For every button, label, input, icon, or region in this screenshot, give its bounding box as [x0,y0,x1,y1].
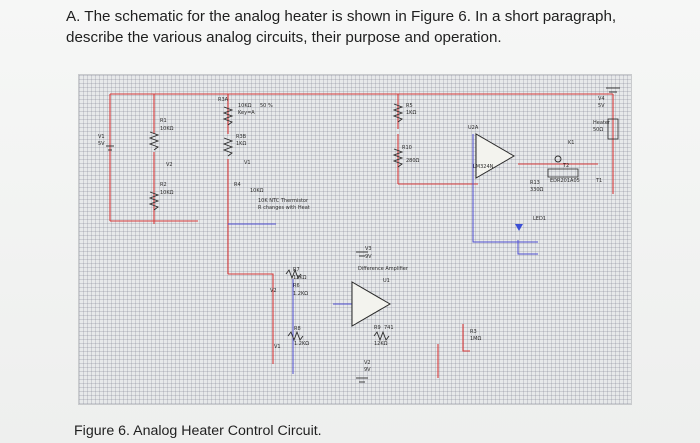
label-t2: T2 [562,163,569,169]
r8-path-wire [228,273,274,364]
label-u1: U1 [383,278,390,284]
label-r1: R1 [160,118,167,124]
label-r3a-value: 10KΩ [238,103,252,109]
label-heater-value: 50Ω [593,127,603,133]
u2a-opamp [475,133,515,179]
label-r8-value: 1.2KΩ [294,341,309,347]
led-diode [515,224,523,231]
label-v4-value: 5V [598,103,605,109]
label-r13: R13 [530,180,540,186]
label-r1-value: 10KΩ [160,126,174,132]
label-v1: V1 [98,134,105,140]
r7-resistor [285,268,302,280]
label-v2-mid: V2 [270,288,277,294]
u1-opamp [351,281,391,327]
label-r3b-value: 1KΩ [236,141,246,147]
label-v2-left: V2 [166,162,173,168]
v2-battery-bottom [356,377,368,383]
label-r6: R6 [293,283,300,289]
schematic-diagram: R3A 10KΩ 50 % Key=A R1 10KΩ V1 5V V2 R2 … [98,87,620,383]
label-r5: R5 [406,103,413,109]
led-blue-wire [517,240,538,255]
question-line-2: describe the various analog circuits, th… [66,29,502,46]
label-r6-value: 1.2KΩ [293,291,308,297]
r1-resistor [148,131,160,151]
label-k1: K1 [568,140,574,146]
label-v2-bottom: V2 [364,360,371,366]
label-r3-value: 1MΩ [470,336,481,342]
r3-wire [462,324,470,352]
label-r3a-key: Key=A [238,110,255,116]
label-t1: T1 [595,178,602,184]
r3a-resistor [222,106,234,126]
v1-battery [106,145,114,151]
label-v3-value: 9V [365,254,372,260]
label-v1-mid: V1 [244,160,251,166]
r9-resistor [373,330,390,342]
question-text: A. The schematic for the analog heater i… [66,6,676,48]
r8-resistor [287,330,304,342]
label-v4: V4 [598,96,605,102]
label-v3: V3 [365,246,372,252]
label-r10-value: 280Ω [406,158,420,164]
label-r8: R8 [294,326,301,332]
u2a-blue-wire [472,134,538,243]
label-thermistor-note: R changes with Heat [258,205,310,211]
relay-box [547,168,579,178]
label-r3b: R3B [236,134,247,140]
schematic-grid [78,74,632,405]
r10-resistor [392,148,404,168]
label-v1-value: 5V [98,141,105,147]
label-thermistor: 10K NTC Thermistor [258,198,309,204]
label-r9-value: 12KΩ [374,341,388,347]
figure-caption: Figure 6. Analog Heater Control Circuit. [74,423,322,439]
label-r7-value: 12KΩ [293,275,307,281]
relay-coil [554,155,562,163]
label-r3: R3 [470,329,477,335]
label-r4-value: 10KΩ [250,188,264,194]
label-v2-bottom-value: 9V [364,367,371,373]
label-r3a: R3A [218,97,229,103]
label-r2: R2 [160,182,167,188]
label-r5-value: 1KΩ [406,110,416,116]
label-v1-bottom: V1 [274,344,281,350]
label-lm324: LM324N [473,164,494,170]
label-r9: R9 [374,325,381,331]
v3-battery [356,251,368,257]
label-r7: R7 [293,267,300,273]
question-line-1: A. The schematic for the analog heater i… [66,8,617,25]
label-r2-value: 10KΩ [160,190,174,196]
label-heater: Heater [593,120,611,126]
label-r10: R10 [402,145,412,151]
r2-resistor [148,191,160,211]
label-741: 741 [384,325,394,331]
label-difference-amplifier: Difference Amplifier [358,266,409,272]
v4-battery [606,87,620,93]
label-r4: R4 [234,182,241,188]
label-u2a: U2A [468,125,479,131]
r5-resistor [392,103,404,123]
heater-element [607,118,619,140]
label-relay: EDR201A05 [550,178,580,184]
label-led: LED1 [533,216,546,222]
label-r13-value: 330Ω [530,187,544,193]
r3b-resistor [222,137,234,157]
label-r3a-percent: 50 % [260,103,273,109]
